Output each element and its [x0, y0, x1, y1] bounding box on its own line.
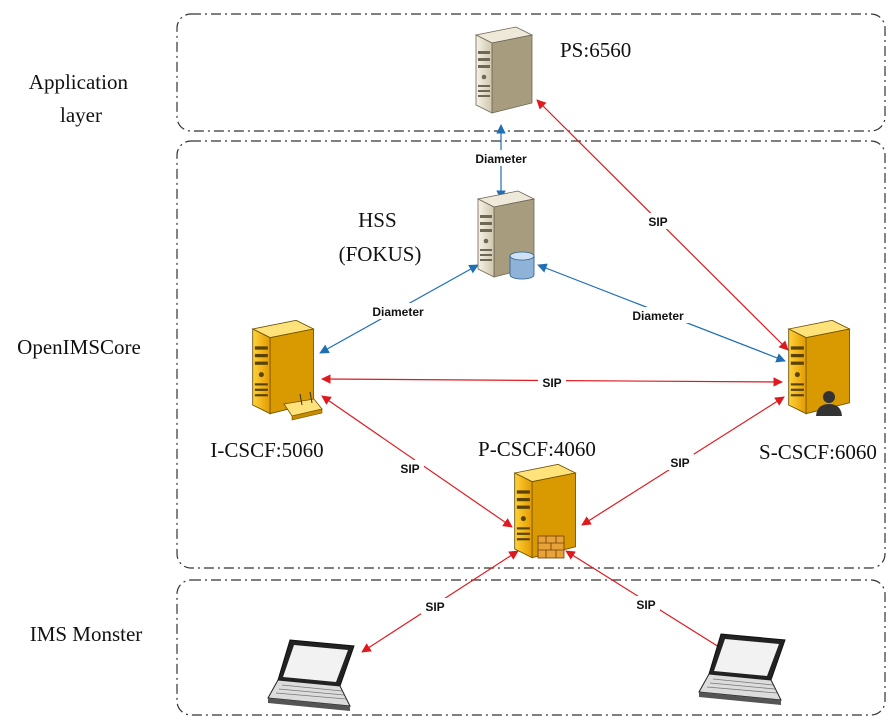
server-icon — [475, 26, 533, 114]
icscf-label: I-CSCF:5060 — [210, 438, 323, 462]
user-icon — [816, 391, 842, 416]
pcscf-label: P-CSCF:4060 — [478, 437, 596, 461]
edge-label-ps-hss: Diameter — [475, 152, 527, 166]
edge-label-pcscf-laptop1: SIP — [425, 600, 444, 614]
application-layer-label: Application layer — [29, 70, 133, 127]
laptop-2-node — [698, 633, 786, 706]
pcscf-node: P-CSCF:4060 — [478, 437, 596, 559]
router-server-icon — [252, 319, 315, 415]
scscf-node: S-CSCF:6060 — [759, 319, 877, 464]
application-layer — [176, 13, 886, 132]
ps-label: PS:6560 — [560, 38, 631, 62]
icscf-node: I-CSCF:5060 — [210, 319, 324, 462]
edge-label-hss-scscf: Diameter — [632, 309, 684, 323]
ims-monster-layer — [176, 579, 886, 716]
ims-monster-layer-label: IMS Monster — [30, 622, 143, 646]
ps-node: PS:6560 — [475, 26, 631, 114]
hss-node: HSS (FOKUS) — [339, 190, 535, 280]
edge-label-ps-scscf: SIP — [648, 215, 667, 229]
firewall-icon — [537, 535, 565, 559]
user-server-icon — [788, 319, 851, 415]
edge-label-scscf-pcscf: SIP — [670, 456, 689, 470]
laptop-icon — [698, 633, 786, 706]
hss-label: HSS (FOKUS) — [339, 208, 422, 266]
database-icon — [509, 251, 535, 280]
router-icon — [283, 391, 323, 421]
edge-label-pcscf-laptop2: SIP — [636, 598, 655, 612]
edge-label-hss-icscf: Diameter — [372, 305, 424, 319]
edge-label-icscf-scscf: SIP — [542, 376, 561, 390]
laptop-1-node — [267, 639, 355, 712]
scscf-label: S-CSCF:6060 — [759, 440, 877, 464]
openimscore-layer-label: OpenIMSCore — [17, 335, 141, 359]
edge-labels: Diameter SIP Diameter Diameter SIP SIP S… — [362, 150, 694, 614]
openimscore-layer — [176, 140, 886, 569]
edge-label-icscf-pcscf: SIP — [400, 462, 419, 476]
laptop-icon — [267, 639, 355, 712]
